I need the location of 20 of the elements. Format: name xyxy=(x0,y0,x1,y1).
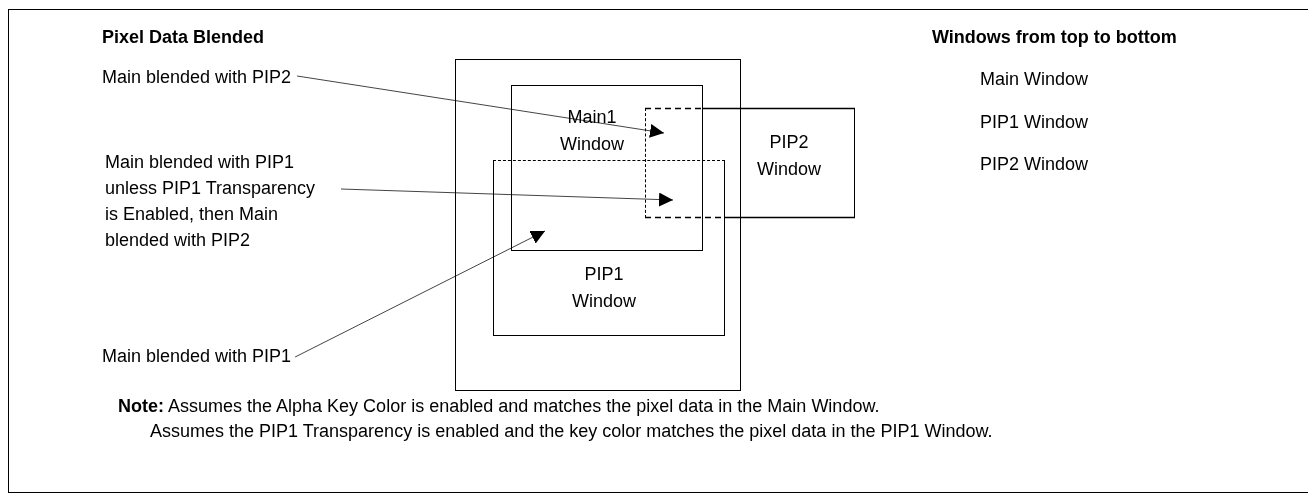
leader-arrow xyxy=(340,188,674,207)
callout-text-line: Main blended with PIP1 unless PIP1 Transparency is Enabled, then Main blended with PIP2 xyxy=(105,151,317,252)
callout-text-line: Main blended with PIP2 xyxy=(102,66,292,89)
leader-arrow xyxy=(296,75,665,138)
note-text: Assumes the PIP1 Transparency is enabled and the key color matches the pixel data in the PIP1 Window. xyxy=(150,420,993,442)
window-list-item: PIP1 Window xyxy=(980,111,1089,133)
screen-box xyxy=(455,59,741,391)
window-box xyxy=(645,108,855,218)
window-list-item: Main Window xyxy=(980,68,1089,90)
window-label: PIP2 Window xyxy=(756,131,822,181)
window-box xyxy=(511,85,703,251)
window-box xyxy=(493,160,725,336)
column-heading: Pixel Data Blended xyxy=(102,26,265,48)
window-label: PIP1 Window xyxy=(571,263,637,313)
note-text: Note: Assumes the Alpha Key Color is enabled and matches the pixel data in the Main Window. xyxy=(118,395,880,417)
callout-text-line: Main blended with PIP1 xyxy=(102,345,292,368)
window-label: Main1 Window xyxy=(559,106,625,156)
leader-arrow xyxy=(294,230,546,358)
column-heading: Windows from top to bottom xyxy=(932,26,1177,48)
window-list-item: PIP2 Window xyxy=(980,153,1089,175)
